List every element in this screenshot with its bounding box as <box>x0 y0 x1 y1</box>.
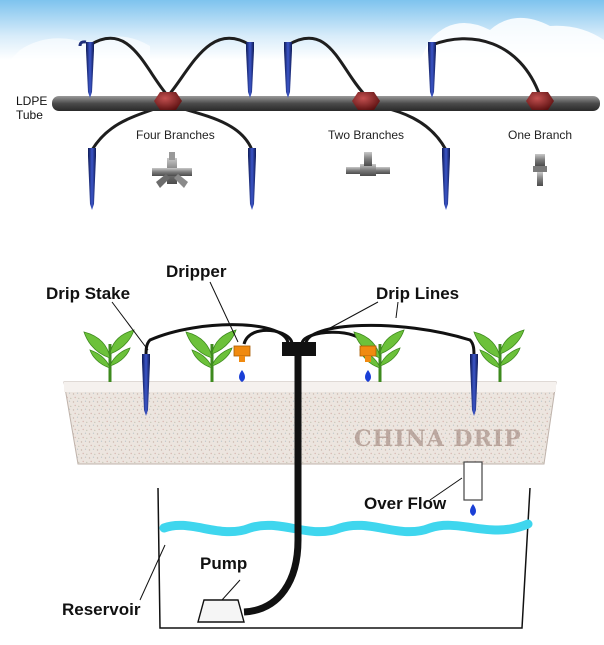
cloud-icon <box>10 36 150 60</box>
two-branches-label: Two Branches <box>328 128 405 142</box>
water-drop-icon <box>365 370 371 382</box>
top-panel <box>0 0 604 210</box>
stakes-upper <box>78 40 436 98</box>
four-branches-label: Four Branches <box>136 128 215 142</box>
ldpe-label-line1: LDPE <box>16 94 48 108</box>
two-way-fitting-icon <box>346 152 390 176</box>
connector-one <box>526 92 554 110</box>
one-branch-label: One Branch <box>508 128 573 142</box>
connector-two <box>352 92 380 110</box>
ldpe-label-line2: Tube <box>16 108 43 122</box>
dripper-label: Dripper <box>166 262 227 281</box>
cloud-icon <box>420 17 604 60</box>
drip-stake-left <box>142 354 150 416</box>
drip-stake-right <box>470 354 478 416</box>
supply-pipe <box>243 352 302 616</box>
water-level <box>159 519 533 537</box>
manifold-block <box>282 342 316 356</box>
over-flow-label: Over Flow <box>364 494 447 513</box>
drip-lines-label: Drip Lines <box>376 284 460 303</box>
pump-label: Pump <box>200 554 248 573</box>
ldpe-tube <box>52 96 600 111</box>
overflow-drop-icon <box>470 504 476 516</box>
connector-four <box>154 92 182 110</box>
planter-rim <box>64 382 556 392</box>
leader-lines <box>111 281 463 601</box>
four-way-fitting-icon <box>152 152 192 188</box>
water-drop-icon <box>239 370 245 382</box>
stakes-lower <box>88 148 450 210</box>
one-way-fitting-icon <box>533 154 547 186</box>
watermark: CHINA DRIP <box>354 426 522 452</box>
overflow-pipe <box>463 461 483 501</box>
reservoir-label: Reservoir <box>62 600 141 619</box>
ldpe-tube-label: LDPE Tube <box>16 94 47 122</box>
dripper-right <box>359 345 377 382</box>
drip-stake-label: Drip Stake <box>46 284 131 303</box>
pump <box>197 599 245 623</box>
dripper-left <box>233 345 251 382</box>
bottom-panel <box>63 281 557 629</box>
tube-connectors <box>154 92 554 110</box>
